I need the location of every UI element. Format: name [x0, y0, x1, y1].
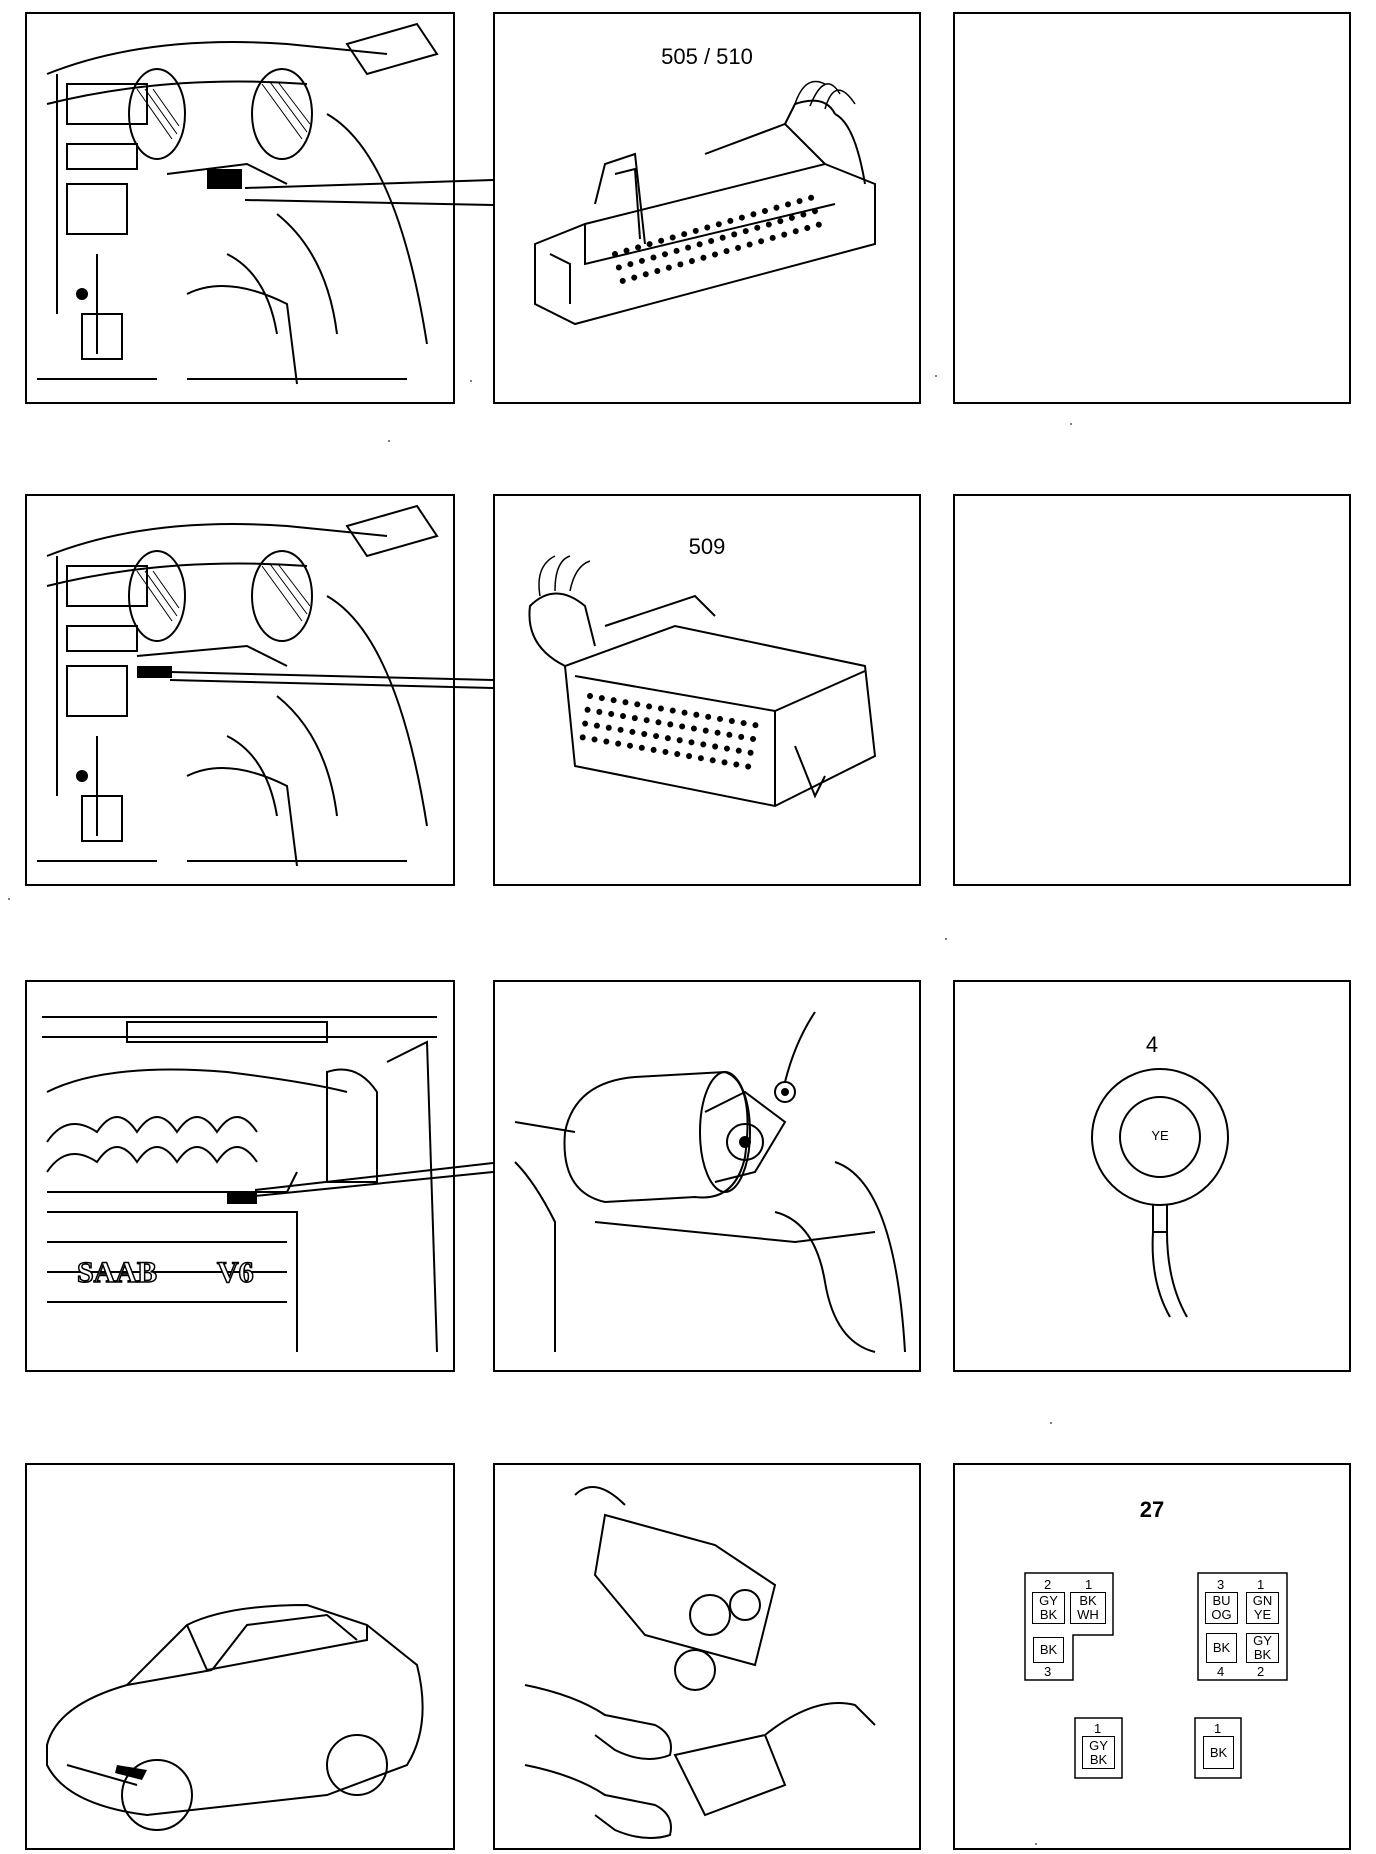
- panel-fuse-27: 27 2 1 GY BK BK WH BK 3 3 1 BU OG GN YE …: [953, 1463, 1351, 1850]
- sensor-color-code: YE: [1151, 1128, 1169, 1143]
- dashboard-illustration-2: [37, 504, 439, 867]
- scan-speck: [945, 938, 947, 940]
- connectors-group-illustration: [524, 1486, 876, 1840]
- sensor-label: 4: [1145, 1032, 1159, 1057]
- left-block-pin-2: 2: [1044, 1577, 1052, 1592]
- right-block-cell-bk: BK: [1206, 1633, 1237, 1663]
- left-block-cell-bk: BK: [1033, 1637, 1064, 1663]
- single-left-pin-1: 1: [1094, 1721, 1102, 1736]
- panel-connector-509: 509: [493, 494, 921, 886]
- scan-speck: [1070, 423, 1072, 425]
- left-block-pin-3: 3: [1044, 1664, 1052, 1679]
- car-overview-illustration: [46, 1603, 424, 1831]
- scan-speck: [1050, 1422, 1052, 1424]
- knock-sensor-illustration: [1091, 1068, 1229, 1318]
- connector-label-505-510: 505 / 510: [661, 44, 753, 69]
- fuse-27-outlines: [1024, 1572, 1288, 1779]
- connector-label-509: 509: [688, 534, 726, 559]
- panel-connector-505-510: 505 / 510: [493, 12, 921, 404]
- connector-505-510-illustration: [534, 80, 876, 326]
- panel-dashboard-location-1: [25, 12, 455, 404]
- right-block-pin-2: 2: [1257, 1664, 1265, 1679]
- panel-connectors-group: [493, 1463, 921, 1850]
- connector-509-illustration: [528, 555, 877, 808]
- panel-engine-bay: SAAB V6: [25, 980, 455, 1372]
- right-block-pin-3: 3: [1217, 1577, 1225, 1592]
- panel-starter-motor: [493, 980, 921, 1372]
- single-right-pin-1: 1: [1214, 1721, 1222, 1736]
- single-right-cell-bk: BK: [1203, 1736, 1234, 1769]
- panel-empty-2: [953, 494, 1351, 886]
- left-block-cell-bk-wh: BK WH: [1070, 1592, 1106, 1624]
- engine-bay-illustration: SAAB V6: [42, 1016, 438, 1353]
- right-block-cell-gy-bk: GY BK: [1246, 1633, 1279, 1663]
- engine-badge-left: SAAB: [77, 1256, 157, 1289]
- dashboard-illustration-1: [37, 22, 439, 385]
- scan-speck: [935, 375, 937, 377]
- left-block-pin-1: 1: [1085, 1577, 1093, 1592]
- fuse-label: 27: [1139, 1497, 1165, 1522]
- panel-dashboard-location-2: [25, 494, 455, 886]
- panel-knock-sensor: 4 YE: [953, 980, 1351, 1372]
- right-block-pin-4: 4: [1217, 1664, 1225, 1679]
- panel-car-overview: [25, 1463, 455, 1850]
- scan-speck: [8, 898, 10, 900]
- panel-empty-1: [953, 12, 1351, 404]
- left-block-cell-gy-bk: GY BK: [1032, 1592, 1065, 1624]
- starter-motor-illustration: [514, 1011, 906, 1353]
- scan-speck: [388, 440, 390, 442]
- right-block-cell-gn-ye: GN YE: [1246, 1592, 1279, 1624]
- right-block-cell-bu-og: BU OG: [1205, 1592, 1238, 1624]
- right-block-pin-1: 1: [1257, 1577, 1265, 1592]
- scan-speck: [470, 380, 472, 382]
- engine-badge-right: V6: [217, 1256, 254, 1289]
- scan-speck: [1035, 1843, 1037, 1845]
- single-left-cell-gy-bk: GY BK: [1082, 1736, 1115, 1769]
